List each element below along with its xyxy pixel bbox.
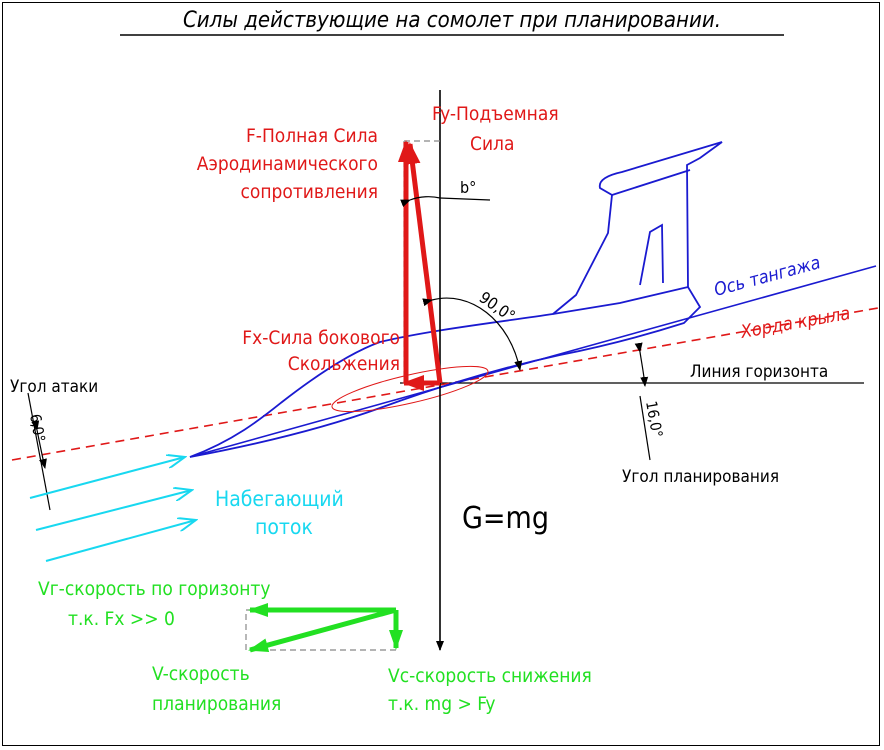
b-angle-arc xyxy=(400,196,441,208)
fuselage xyxy=(189,285,702,458)
descent-velocity-label-2: т.к. mg > Fy xyxy=(388,693,495,715)
flow-arrow xyxy=(35,490,192,531)
horizontal-velocity-label-2: т.к. Fx >> 0 xyxy=(68,608,175,630)
attack-angle-line xyxy=(27,392,51,511)
vertical-tail xyxy=(552,141,723,315)
total-force-label-1: F-Полная Сила xyxy=(246,125,378,147)
attack-angle-arc xyxy=(31,420,47,469)
glide-angle-arc xyxy=(634,342,649,387)
right-angle-arc xyxy=(422,297,523,371)
flow-label-1: Набегающий xyxy=(215,487,344,511)
lift-force-label-1: Fy-Подъемная xyxy=(432,103,559,125)
attack-angle-label: Угол атаки xyxy=(10,377,98,397)
wing-chord-line xyxy=(11,307,879,461)
flow-arrow xyxy=(29,457,185,499)
drag-force-label-1: Fx-Сила бокового xyxy=(242,327,400,349)
b-angle-label: b° xyxy=(460,178,476,197)
glide-angle-line xyxy=(639,395,651,461)
b-angle-line xyxy=(439,197,491,201)
total-force-vector xyxy=(404,142,443,384)
glide-velocity-label-2: планирования xyxy=(152,693,281,715)
diagram-title: Силы действующие на сомолет при планиров… xyxy=(183,8,721,33)
glide-angle-label: Угол планирования xyxy=(622,467,779,487)
descent-velocity-label-1: Vc-скорость снижения xyxy=(388,665,592,687)
glide-velocity-vector xyxy=(248,607,397,653)
weight-label: G=mg xyxy=(462,501,549,536)
total-force-label-3: сопротивления xyxy=(241,181,379,203)
wing-chord-label: Хорда крыла xyxy=(738,303,852,343)
tail-fin-line xyxy=(611,169,691,196)
flow-arrow xyxy=(45,520,196,562)
horizon-label: Линия горизонта xyxy=(690,362,828,382)
lift-force-label-2: Сила xyxy=(470,133,514,155)
rudder xyxy=(639,223,664,286)
glide-velocity-label-1: V-скорость xyxy=(152,663,250,685)
pitch-axis-label: Ось тангажа xyxy=(712,252,823,301)
flow-label-2: поток xyxy=(255,515,313,539)
horizontal-velocity-label-1: Vг-скорость по горизонту xyxy=(38,578,270,600)
drag-force-label-2: Скольжения xyxy=(288,353,400,375)
oncoming-flow-arrows xyxy=(29,457,196,562)
attack-angle-value: 6,0° xyxy=(26,413,49,444)
total-force-label-2: Аэродинамического xyxy=(197,153,378,175)
